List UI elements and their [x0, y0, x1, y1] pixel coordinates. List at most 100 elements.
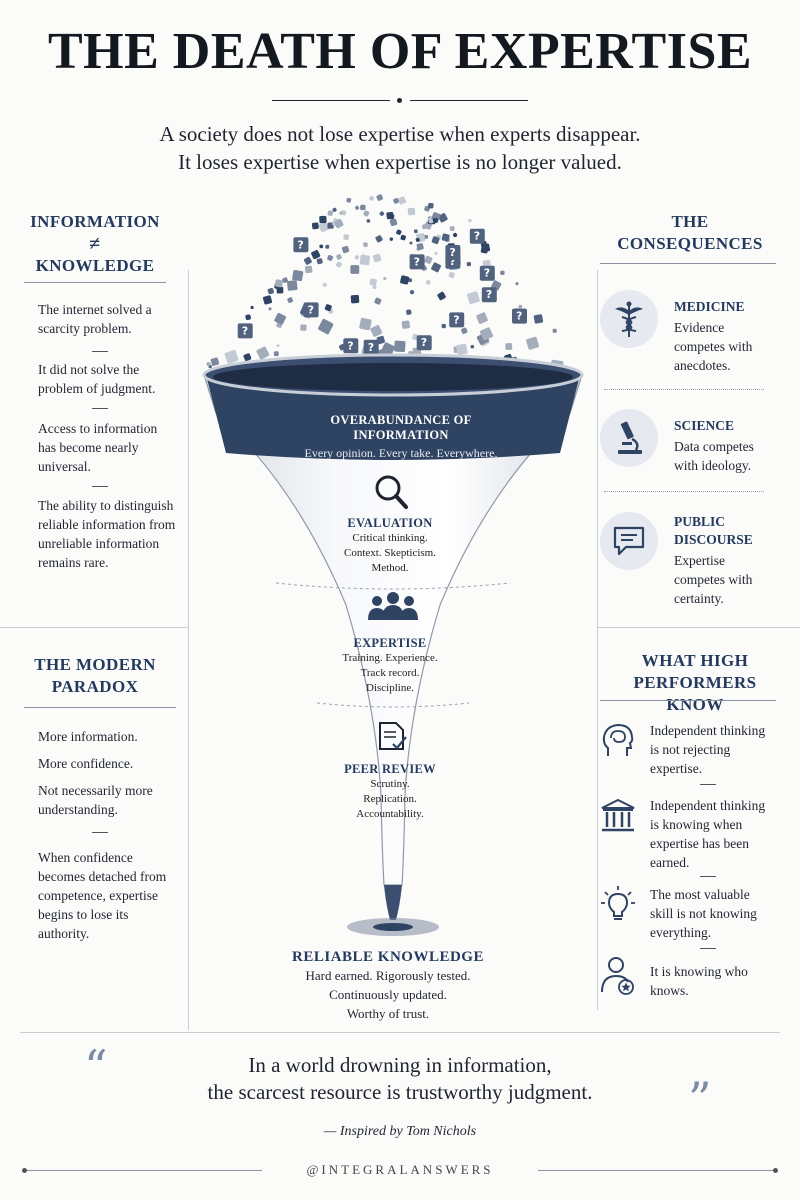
info-particle — [416, 243, 424, 251]
info-particle — [304, 265, 313, 274]
info-particle — [360, 204, 366, 211]
info-particle — [428, 202, 434, 209]
info-particle — [243, 353, 252, 362]
info-heading: INFORMATION ≠ KNOWLEDGE — [20, 211, 170, 277]
question-tile-particle — [481, 287, 497, 303]
question-tile-particle — [303, 302, 319, 318]
info-particle — [413, 229, 418, 234]
lightbulb-icon — [600, 885, 636, 928]
info-particle — [393, 197, 399, 204]
info-particle — [346, 197, 352, 203]
question-mark-particle: ? — [474, 230, 480, 243]
question-mark-particle: ? — [414, 255, 420, 268]
paradox-item-2: More confidence. — [38, 756, 134, 771]
info-particle — [268, 307, 272, 311]
knowledge-drop — [373, 923, 413, 931]
info-particle — [461, 327, 468, 334]
consequence-title-public-discourse: PUBLIC DISCOURSE — [674, 514, 753, 547]
stage-expertise-line-1: Training. Experience. — [342, 652, 438, 664]
info-particle — [400, 275, 410, 285]
info-particle — [372, 285, 377, 290]
info-particle — [552, 328, 557, 333]
info-particle — [389, 218, 398, 227]
info-particle — [256, 346, 270, 360]
info-particle — [287, 297, 294, 304]
question-tile-particle — [409, 254, 425, 270]
paradox-dash — [92, 832, 108, 833]
info-particle — [434, 251, 438, 256]
stage-evaluation-line-1: Critical thinking. — [352, 532, 428, 544]
paradox-heading-line2: PARADOX — [51, 677, 139, 696]
title-divider-left — [272, 100, 390, 101]
info-particle — [282, 277, 289, 284]
info-particle — [311, 249, 321, 260]
info-particle — [350, 265, 360, 274]
info-particle — [380, 342, 395, 357]
consequences-heading-line1: THE — [671, 212, 709, 231]
info-particle — [518, 304, 523, 309]
speech-bubble-icon — [600, 512, 658, 570]
info-particle — [383, 277, 387, 281]
question-tile-particle — [469, 228, 485, 244]
paradox-heading-line1: THE MODERN — [34, 655, 156, 674]
question-mark-particle: ? — [242, 324, 248, 337]
info-particle — [343, 234, 350, 240]
question-mark-particle: ? — [484, 267, 490, 280]
info-particle — [316, 258, 323, 265]
consequences-heading-line2: CONSEQUENCES — [617, 234, 763, 253]
info-particle — [505, 343, 513, 351]
info-dash-1 — [92, 351, 108, 352]
info-particle — [533, 314, 544, 324]
left-column-divider — [188, 270, 189, 1030]
performer-dash-3 — [700, 948, 716, 949]
question-tile-particle — [512, 308, 527, 324]
subtitle-line-2: It loses expertise when expertise is no … — [178, 150, 622, 174]
info-particle — [369, 278, 377, 286]
consequences-heading-rule — [600, 263, 776, 264]
stage-evaluation: EVALUATION Critical thinking. Context. S… — [290, 516, 490, 576]
info-particle — [327, 254, 334, 261]
info-particle — [332, 207, 337, 212]
question-tile-particle — [416, 335, 432, 351]
info-particle — [379, 211, 385, 216]
performer-dash-1 — [700, 784, 716, 785]
info-particle — [318, 318, 334, 335]
info-particle — [319, 244, 324, 249]
performers-heading: WHAT HIGH PERFORMERS KNOW — [605, 650, 785, 716]
question-mark-particle: ? — [368, 341, 374, 354]
question-tile-particle — [445, 245, 461, 260]
reliable-knowledge-line-1: Hard earned. Rigorously tested. — [305, 968, 471, 983]
performer-item-2: Independent thinking is knowing when exp… — [650, 798, 766, 870]
footer-dot-left — [22, 1168, 27, 1173]
quote-credit: — Inspired by Tom Nichols — [323, 1124, 477, 1139]
performer-dash-2 — [700, 876, 716, 877]
question-tile-particle — [293, 237, 309, 253]
info-particle — [276, 286, 284, 294]
footer-handle[interactable]: @INTEGRALANSWERS — [306, 1162, 494, 1177]
info-particle — [318, 222, 329, 233]
question-tile-particle — [449, 312, 465, 328]
info-particle — [400, 234, 406, 241]
performers-heading-line1: WHAT HIGH — [641, 651, 749, 670]
funnel-drip — [384, 885, 402, 920]
info-heading-rule — [24, 282, 166, 283]
footer-rule-left — [24, 1170, 262, 1171]
info-particle — [432, 217, 439, 224]
info-particle — [322, 282, 327, 287]
right-column-divider — [597, 270, 598, 1010]
question-tile-particle — [237, 323, 253, 339]
stage-expertise-line-2: Track record. — [360, 667, 420, 679]
people-icon — [368, 592, 418, 620]
info-particle — [408, 278, 413, 283]
question-mark-particle: ? — [308, 303, 314, 316]
info-particle — [350, 294, 360, 304]
question-mark-particle: ? — [453, 313, 459, 326]
consequence-title-medicine: MEDICINE — [674, 299, 745, 314]
performer-item-3: The most valuable skill is not knowing e… — [650, 887, 757, 940]
consequence-divider-1 — [604, 389, 764, 390]
stage-evaluation-line-3: Method. — [371, 562, 409, 574]
info-particle — [415, 237, 420, 242]
info-particle — [206, 361, 211, 367]
info-particle — [354, 255, 359, 260]
stage-peer-review-line-2: Replication. — [363, 793, 417, 805]
